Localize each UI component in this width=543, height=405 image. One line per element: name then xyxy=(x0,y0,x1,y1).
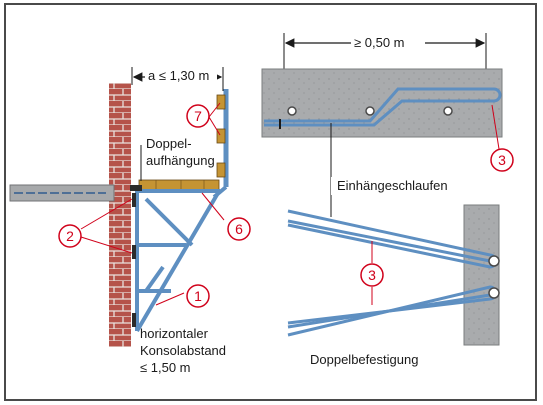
console-bracket xyxy=(135,189,220,333)
horizontal-spacing-label-2: Konsolabstand xyxy=(140,343,226,358)
min-length-label: ≥ 0,50 m xyxy=(354,35,405,50)
double-suspension-label-1: Doppel- xyxy=(146,136,192,151)
horizontal-spacing-label-3: ≤ 1,50 m xyxy=(140,360,191,375)
callout-7: 7 xyxy=(186,104,210,128)
dimension-min-length: ≥ 0,50 m xyxy=(283,33,487,69)
wall-anchors xyxy=(130,185,142,327)
scaffold-bracket-diagram: a ≤ 1,30 m xyxy=(9,33,514,375)
wall-section-right xyxy=(463,204,500,346)
horizontal-spacing-label-1: horizontaler xyxy=(140,326,209,341)
double-fastening-label: Doppelbefestigung xyxy=(310,352,418,367)
svg-text:3: 3 xyxy=(368,267,376,283)
svg-text:2: 2 xyxy=(66,228,74,244)
brick-wall xyxy=(109,83,131,347)
callout-2: 2 xyxy=(58,224,82,248)
callout-1: 1 xyxy=(186,284,210,308)
double-suspension-label-2: aufhängung xyxy=(146,153,215,168)
svg-text:6: 6 xyxy=(235,221,243,237)
svg-text:1: 1 xyxy=(194,288,202,304)
diagram-frame: a ≤ 1,30 m xyxy=(4,3,537,401)
double-loops xyxy=(287,209,500,337)
hook-loop-top xyxy=(264,87,502,129)
bracket-spacing-label: a ≤ 1,30 m xyxy=(148,68,209,83)
concrete-slab-left xyxy=(9,184,115,202)
dimension-bracket-spacing: a ≤ 1,30 m xyxy=(131,67,224,91)
concrete-slab-right xyxy=(261,68,503,138)
callout-6: 6 xyxy=(227,217,251,241)
callout-3-top: 3 xyxy=(490,104,514,172)
callout-3-bottom: 3 xyxy=(360,241,384,305)
callout-leaders-left xyxy=(80,102,225,306)
svg-text:3: 3 xyxy=(498,152,506,168)
wooden-deck xyxy=(138,179,220,191)
svg-text:7: 7 xyxy=(194,108,202,124)
hook-loops-label: Einhängeschlaufen xyxy=(337,178,448,193)
